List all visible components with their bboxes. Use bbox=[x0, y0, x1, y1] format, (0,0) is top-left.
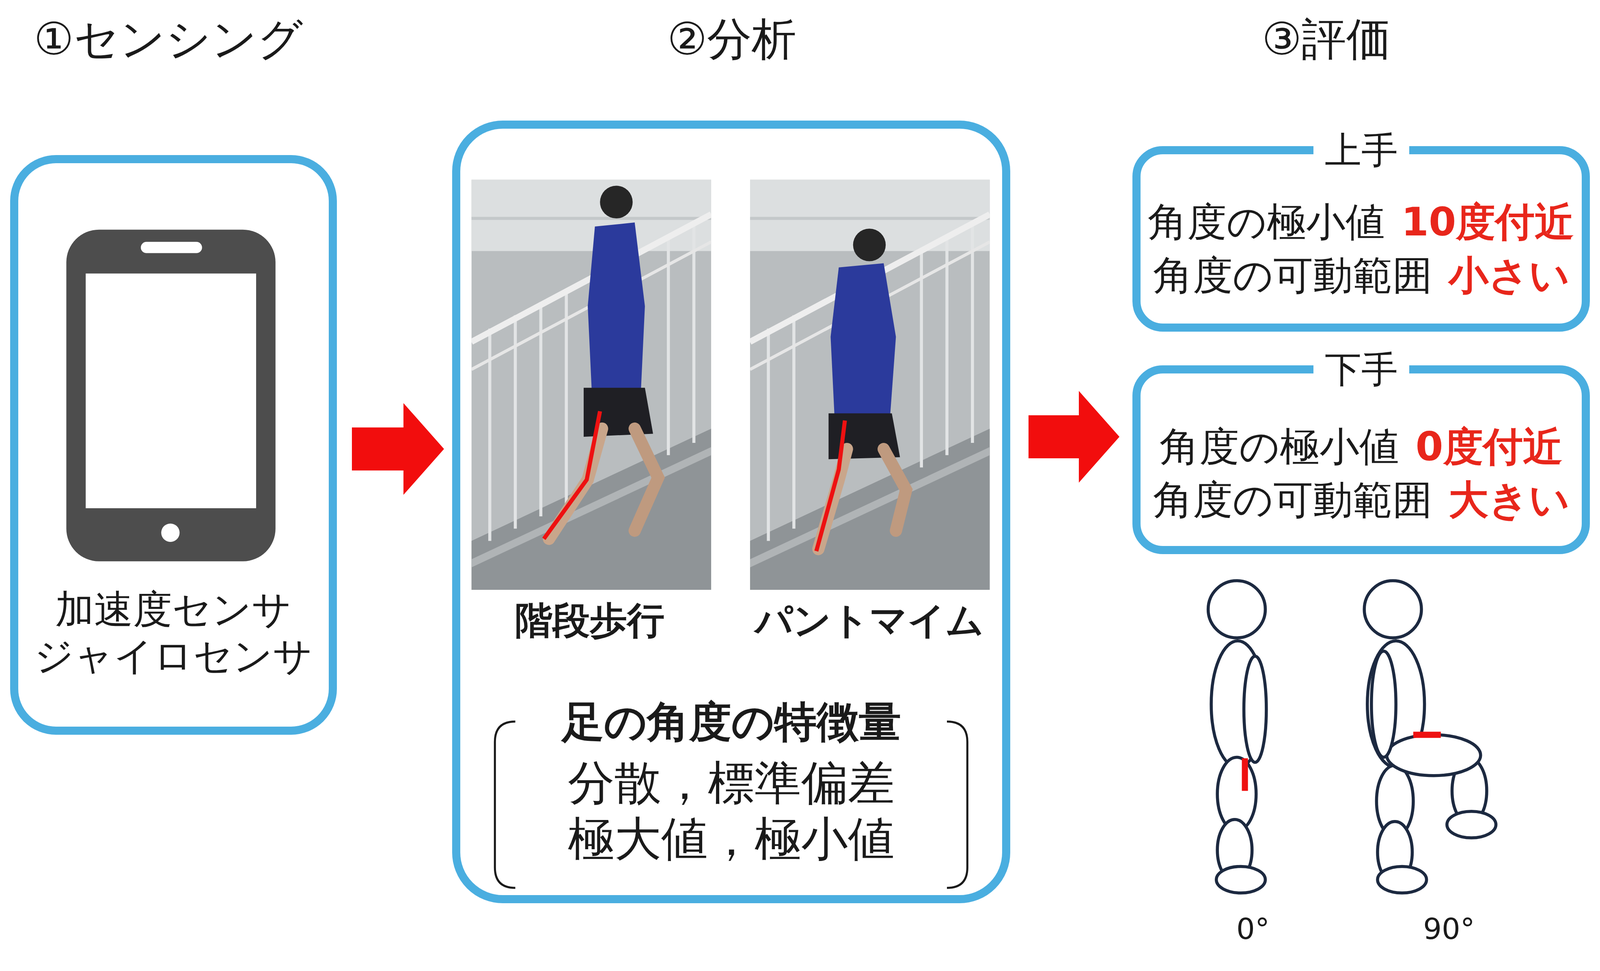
rounded-box: 下手角度の極小値0度付近角度の可動範囲大きい bbox=[1132, 365, 1590, 555]
raised-leg-figure bbox=[1364, 580, 1496, 893]
building-band bbox=[750, 216, 990, 220]
rounded-box: 加速度センサ ジャイロセンサ bbox=[10, 155, 337, 735]
building-wall bbox=[471, 179, 712, 251]
phone-speaker bbox=[140, 241, 203, 254]
evaluation-item: 角度の可動範囲 bbox=[1153, 476, 1433, 524]
body-text: 分散，標準偏差 極大値，極小値 bbox=[556, 754, 907, 867]
text-row: 角度の可動範囲小さい bbox=[1140, 251, 1582, 300]
photo-background bbox=[750, 179, 990, 590]
phone-button bbox=[161, 523, 180, 542]
highlight-value: 大きい bbox=[1448, 476, 1570, 524]
highlight-value: 10度付近 bbox=[1401, 198, 1575, 246]
smartphone-icon bbox=[66, 229, 276, 562]
bold-text: 足の角度の特徴量 bbox=[460, 696, 1003, 747]
evaluation-item: 角度の極小値 bbox=[1159, 422, 1400, 471]
photo-background bbox=[471, 179, 712, 590]
angle-label: 0° bbox=[1090, 911, 1416, 947]
box-heading: 上手 bbox=[1313, 129, 1410, 171]
stair-edge bbox=[750, 446, 990, 568]
left-bracket bbox=[494, 721, 516, 888]
phone-body bbox=[66, 229, 276, 562]
leg-angle-line bbox=[816, 420, 845, 552]
text-row: 角度の極小値 0度付近 bbox=[1140, 422, 1582, 471]
evaluation-item: 角度の極小値 bbox=[1147, 198, 1385, 246]
flow-arrow bbox=[1028, 390, 1120, 483]
step-title: ①センシング bbox=[6, 12, 331, 66]
walking-person bbox=[549, 185, 659, 540]
highlight-value: 0度付近 bbox=[1415, 422, 1563, 471]
right-bracket bbox=[946, 721, 968, 888]
highlight-value: 小さい bbox=[1448, 251, 1570, 300]
railing-bars bbox=[489, 221, 695, 542]
building-band bbox=[471, 216, 712, 220]
thigh-angle-mark bbox=[1242, 758, 1249, 791]
rounded-box: 階段歩行パントマイム足の角度の特徴量分散，標準偏差 極大値，極小値 bbox=[452, 120, 1011, 904]
stair-walking-photo bbox=[471, 179, 712, 590]
step-title: ②分析 bbox=[569, 12, 895, 66]
pantomime-photo bbox=[750, 179, 990, 590]
text-row: 角度の可動範囲大きい bbox=[1140, 476, 1582, 524]
step-title: ③評価 bbox=[1164, 12, 1489, 66]
leg-angle-line bbox=[543, 411, 600, 539]
angle-label: 90° bbox=[1286, 911, 1600, 947]
box-heading: 下手 bbox=[1313, 349, 1410, 390]
evaluation-item: 角度の可動範囲 bbox=[1153, 251, 1433, 300]
standing-figure bbox=[1208, 580, 1267, 893]
bold-text: パントマイム bbox=[707, 598, 1032, 643]
rounded-box: 上手角度の極小値10度付近角度の可動範囲小さい bbox=[1132, 146, 1590, 332]
bold-text: 階段歩行 bbox=[427, 598, 753, 643]
railing-bars bbox=[768, 221, 973, 542]
phone-screen bbox=[85, 273, 257, 509]
body-text: 加速度センサ ジャイロセンサ bbox=[25, 586, 322, 680]
thigh-angle-mark bbox=[1413, 731, 1441, 738]
text-row: 角度の極小値 10度付近 bbox=[1140, 198, 1582, 246]
flow-arrow bbox=[351, 403, 445, 495]
